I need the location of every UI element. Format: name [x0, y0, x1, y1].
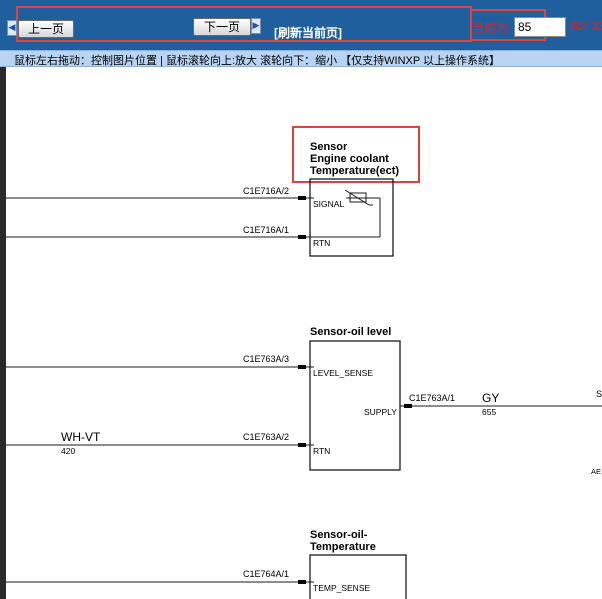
- ect-title-line1: Sensor: [310, 141, 348, 153]
- left-border: [0, 67, 6, 599]
- prev-page-button[interactable]: 上一页: [18, 20, 74, 38]
- oil-level-supply-connector: [404, 404, 412, 408]
- ect-rtn-conn-label: C1E716A/1: [243, 225, 289, 235]
- thermistor-icon: [314, 189, 381, 238]
- ect-title-line3: Temperature(ect): [310, 165, 399, 177]
- next-page-button[interactable]: 下一页: [193, 18, 251, 36]
- ect-title-highlight: [292, 126, 420, 183]
- prev-arrow-icon[interactable]: ◀: [7, 20, 17, 36]
- oil-level-rtn-conn-label: C1E763A/2: [243, 432, 289, 442]
- oil-temp-conn-label: C1E764A/1: [243, 569, 289, 579]
- tip-bar: 鼠标左右拖动：控制图片位置 | 鼠标滚轮向上:放大 滚轮向下：缩小 【仅支持WI…: [0, 50, 602, 67]
- oil-level-rtn-pin-label: RTN: [313, 446, 330, 456]
- ect-sensor-box: [309, 178, 394, 257]
- oil-level-sense-conn-label: C1E763A/3: [243, 354, 289, 364]
- page-count: 85/ 33: [571, 19, 602, 33]
- current-page-label: 当前为: [472, 21, 509, 35]
- wire-gy-label: GY: [482, 391, 499, 405]
- oil-temp-sense-connector: [298, 580, 306, 584]
- oil-level-rtn-connector: [298, 443, 306, 447]
- oil-level-supply-pin-label: SUPPLY: [364, 407, 397, 417]
- wire-whvt-label: WH-VT: [61, 430, 101, 444]
- refresh-link[interactable]: [刷新当前页]: [274, 26, 342, 40]
- wire-gy-number: 655: [482, 407, 496, 417]
- page-number-input[interactable]: [514, 17, 566, 37]
- oil-level-sense-pin-label: LEVEL_SENSE: [313, 368, 373, 378]
- oil-temp-title-line2: Temperature: [310, 541, 376, 553]
- next-arrow-icon[interactable]: ▶: [251, 18, 261, 34]
- ect-rtn-pin-label: RTN: [313, 238, 330, 248]
- wire-whvt-number: 420: [61, 446, 75, 456]
- tip-text: 鼠标左右拖动：控制图片位置 | 鼠标滚轮向上:放大 滚轮向下：缩小 【仅支持WI…: [14, 55, 501, 67]
- edge-label-ae: AE: [591, 467, 601, 476]
- ect-rtn-connector: [298, 235, 306, 239]
- ect-signal-pin-label: SIGNAL: [313, 199, 344, 209]
- oil-level-supply-conn-label: C1E763A/1: [409, 393, 455, 403]
- oil-temp-pin-label: TEMP_SENSE: [313, 583, 370, 593]
- ect-signal-connector: [298, 196, 306, 200]
- oil-temp-sensor-box: [309, 554, 407, 599]
- ect-title-line2: Engine coolant: [310, 153, 389, 165]
- ect-signal-conn-label: C1E716A/2: [243, 186, 289, 196]
- oil-level-title: Sensor-oil level: [310, 326, 391, 338]
- oil-temp-title-line1: Sensor-oil-: [310, 529, 368, 541]
- edge-label-s: S: [596, 389, 602, 399]
- oil-level-sense-connector: [298, 365, 306, 369]
